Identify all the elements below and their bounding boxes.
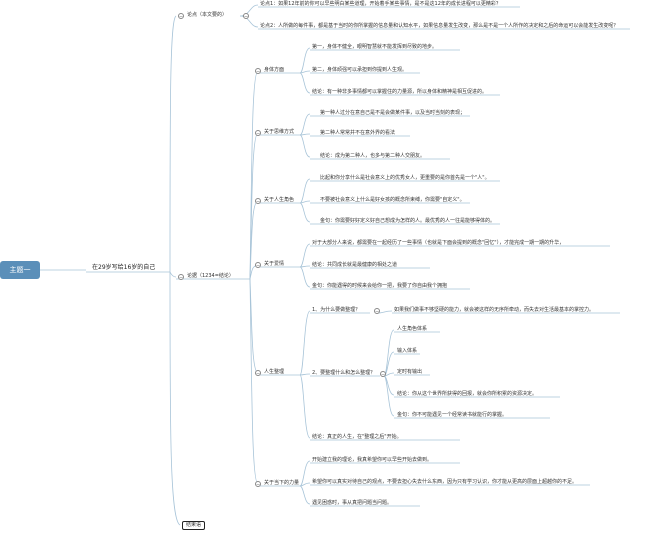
lundian-node[interactable]: 论点（本文要的） (187, 12, 228, 18)
list-item[interactable]: 金句：你能遇得的时候来会给你一把，我要了你自由我个拥抱 (312, 283, 448, 289)
list-item[interactable]: 比起和你分享什么是社会意义上的优秀女人，更重要的是你首先是一个"人"。 (320, 175, 490, 181)
collapse-toggle-icon[interactable]: − (243, 13, 249, 20)
question-node[interactable]: 2、要整理什么和怎么整理？ (312, 370, 376, 376)
list-item[interactable]: 定时有输出 (397, 369, 423, 375)
group-organize-node[interactable]: 人生整理 (264, 369, 285, 375)
list-item[interactable]: 结论：你从这个世界所获得的回报，就会你所积累的资源决定。 (397, 391, 538, 397)
link-lundian-2 (239, 15, 259, 28)
link-main-lunju (169, 271, 177, 278)
collapse-toggle-icon[interactable]: − (255, 198, 261, 205)
lundian-item[interactable]: 论点1：如果12年前的你可以早些明白某些道理，开始着手某些事情，是不是这12年的… (260, 1, 501, 7)
collapse-toggle-icon[interactable]: − (255, 262, 261, 269)
group-thinking-node[interactable]: 关于思维方式 (264, 129, 295, 135)
collapse-toggle-icon[interactable]: − (255, 68, 261, 75)
list-item[interactable]: 输入体系 (397, 348, 418, 354)
root-node[interactable]: 主题一 (0, 261, 40, 279)
list-item[interactable]: 不要被社会意义上什么是好女孩的概念所束缚，你需要"自定义"。 (320, 197, 465, 203)
list-item[interactable]: 结论：成为第二种人，也多与第二种人交朋友。 (320, 153, 426, 159)
group-present-node[interactable]: 关于当下的力量 (264, 480, 300, 486)
list-item[interactable]: 第一，身体不健全，眼明智慧就不能发挥到尽致的地步。 (312, 44, 438, 50)
collapse-toggle-icon[interactable]: − (255, 481, 261, 488)
list-item[interactable]: 结论：真正的人生，在"整理之后"开始。 (312, 434, 402, 440)
list-item[interactable]: 第二，身体顽强可以承担到你提到人生观。 (312, 67, 408, 73)
collapse-toggle-icon[interactable]: − (178, 274, 184, 281)
list-item[interactable]: 金句：你需要好好定义好自己想成为怎样的人。最优秀的人一往是能够得体的。 (320, 218, 496, 224)
list-item[interactable]: 第一种人过分在意自己是不是会做某件事，以及当时当刻的表现； (320, 110, 466, 116)
lunju-node[interactable]: 论据（1234=结论） (187, 273, 234, 279)
lundian-item[interactable]: 论点2：人所做的每件事，都是基于当时的你所掌握的信息量和认知水平，如果信息量发生… (260, 23, 619, 29)
collapse-toggle-icon[interactable]: − (255, 370, 261, 377)
list-item[interactable]: 对于大部分人来说，都需要在一起经历了一些事情（也就是下面会提到的概念"回忆"），… (312, 240, 565, 246)
group-body-node[interactable]: 身体方面 (264, 67, 285, 73)
list-item[interactable]: 金句：你不可能遇见一个经常读书就能行的掌握。 (397, 412, 508, 418)
main-topic-node[interactable]: 在29岁写给16岁的自己 (92, 264, 156, 271)
group-role-node[interactable]: 关于人生角色 (264, 197, 295, 203)
group-love-node[interactable]: 关于爱情 (264, 261, 285, 267)
end-node[interactable]: 结束语 (182, 521, 206, 530)
list-item[interactable]: 如果我们做事不够坚硬的能力，就会被这样的无序所牵动，而失去对生活最基本的掌控力。 (394, 307, 595, 313)
question-node[interactable]: 1、为什么要做整理？ (312, 307, 361, 313)
collapse-toggle-icon[interactable]: − (380, 371, 386, 378)
collapse-toggle-icon[interactable]: − (178, 13, 184, 20)
list-item[interactable]: 希望你可以真实对待自己的观点，不要去担心失去什么东西，因为只有学习认识，你才能从… (312, 479, 578, 485)
list-item[interactable]: 人生角色体系 (397, 326, 428, 332)
list-item[interactable]: 结论：共同成长就是最健康的相处之道 (312, 262, 398, 268)
list-item[interactable]: 遇见困惑时，事从真把问题当问题。 (312, 500, 393, 506)
list-item[interactable]: 结论：有一种非多事情都可以掌握住的力量源，所以身体和精神是相互促进的。 (312, 89, 488, 95)
collapse-toggle-icon[interactable]: − (255, 130, 261, 137)
list-item[interactable]: 第二种人常常并不在意外界的看法 (320, 130, 396, 136)
link-main-lundian (169, 15, 177, 273)
list-item[interactable]: 开始建立我的理论，我真希望你可以早些开始去做到。 (312, 457, 433, 463)
collapse-toggle-icon[interactable]: − (374, 308, 380, 315)
link-lundian-1 (239, 4, 259, 17)
